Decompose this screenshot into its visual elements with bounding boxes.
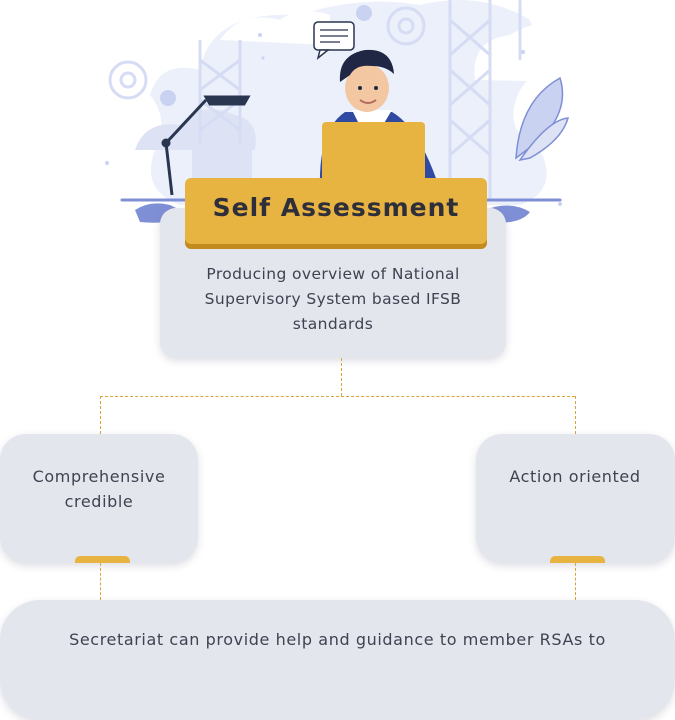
- paper-box: [192, 143, 252, 183]
- connector-left-down: [100, 396, 101, 434]
- scaffold-left: [198, 40, 242, 200]
- connector-main-down: [341, 358, 342, 396]
- desk-lamp-icon: [161, 95, 251, 196]
- sparkles: [105, 33, 562, 206]
- hero-illustration: [105, 0, 606, 223]
- node-card-right: [476, 434, 675, 563]
- gear-icon: [160, 90, 176, 106]
- node-right-tab: [550, 556, 605, 563]
- bottom-text: Secretariat can provide help and guidanc…: [69, 630, 606, 649]
- cloud-right: [474, 23, 606, 83]
- node-card-left: [0, 434, 198, 563]
- connector-right-down: [575, 396, 576, 434]
- cloud-top: [220, 11, 330, 45]
- connector-left-bottom: [100, 563, 101, 600]
- leaf-icon: [515, 76, 570, 162]
- node-right-text: Action oriented: [509, 467, 641, 486]
- laptop-icon: [322, 122, 425, 192]
- connector-right-bottom: [575, 563, 576, 600]
- main-title: Self Assessment: [212, 193, 460, 222]
- main-description: Producing overview of National Superviso…: [204, 265, 462, 333]
- speech-bubble-icon: [313, 21, 355, 60]
- gear-icon: [108, 60, 148, 100]
- connector-horizontal: [100, 396, 575, 397]
- node-left-tab: [75, 556, 130, 563]
- gear-icon: [356, 5, 372, 21]
- title-banner: [185, 178, 487, 244]
- bottom-card: [0, 600, 675, 720]
- scaffold-right: [448, 0, 522, 200]
- node-left-text: Comprehensive credible: [32, 467, 166, 511]
- gear-icon: [386, 6, 426, 46]
